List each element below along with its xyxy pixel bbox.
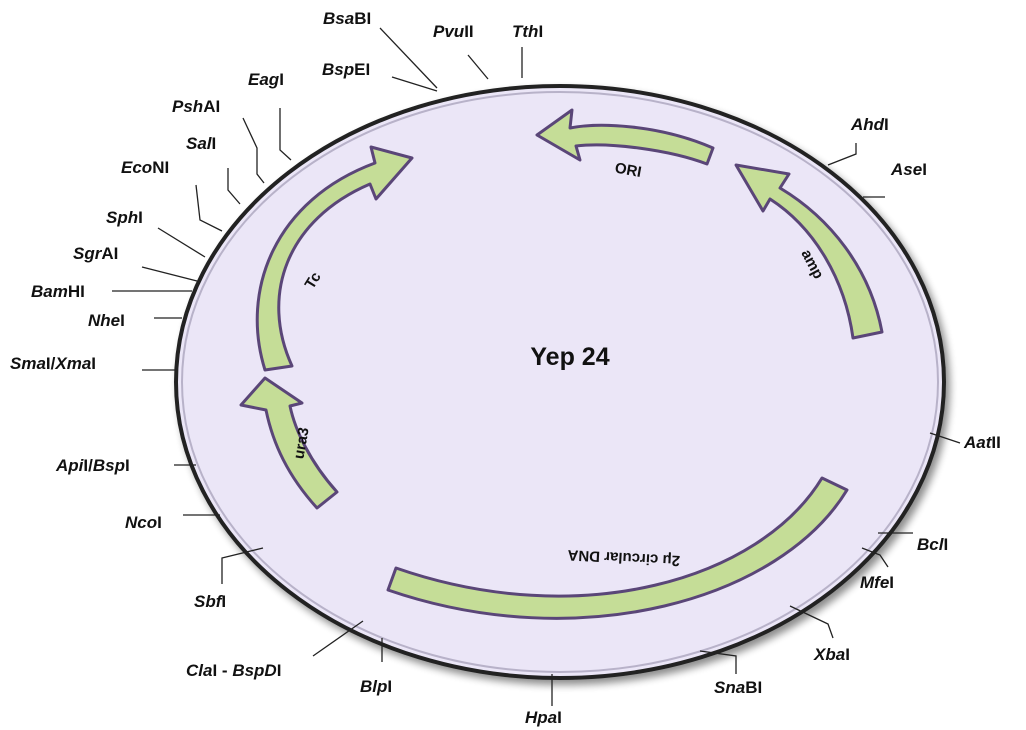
site-mfei: MfeI: [860, 573, 894, 592]
leader-clai: [312, 620, 364, 657]
site-sphi: SphI: [106, 208, 143, 227]
feature-label-ura3: ura3: [290, 426, 312, 460]
leader-sali: [227, 168, 241, 205]
leader-xbai: [789, 605, 834, 639]
site-eagi: EagI: [248, 70, 284, 89]
ura3-arrow: [239, 376, 339, 510]
site-bcli: BclI: [917, 535, 948, 554]
site-tthi: TthI: [512, 22, 543, 41]
leader-eagi: [279, 108, 292, 161]
site-xbai: XbaI: [813, 645, 850, 664]
leader-sphi: [157, 227, 206, 258]
site-bamhi: BamHI: [31, 282, 85, 301]
site-pshai: PshAI: [172, 97, 220, 116]
feature-label-ori: ORI: [614, 160, 643, 181]
site-ncoi: NcoI: [125, 513, 162, 532]
ori-arrow: [535, 108, 715, 166]
site-hpai: HpaI: [525, 708, 562, 727]
leader-lines: [112, 27, 961, 706]
plasmid-backbone: [174, 84, 946, 680]
site-blpi: BlpI: [360, 677, 392, 696]
site-nhei: NheI: [88, 311, 125, 330]
leader-sbfi: [221, 547, 264, 584]
leader-pvuii: [467, 54, 489, 80]
leader-snabi: [699, 650, 737, 674]
leader-bsabi: [379, 27, 438, 89]
leader-mfei: [861, 547, 889, 568]
site-bsabi: BsaBI: [323, 9, 371, 28]
site-bspei: BspEI: [322, 60, 370, 79]
site-apii: ApiI/BspI: [55, 456, 130, 475]
amp-arrow: [734, 163, 884, 340]
site-sbfi: SbfI: [194, 592, 226, 611]
site-ahdi: AhdI: [850, 115, 889, 134]
site-pvuii: PvuII: [433, 22, 474, 41]
feature-label-2u: 2μ circular DNA: [567, 546, 680, 569]
site-aatii: AatII: [963, 433, 1001, 452]
restriction-sites: BsaBI PvuII TthI BspEI EagI PshAI SalI E…: [10, 9, 1001, 727]
site-econi: EcoNI: [121, 158, 169, 177]
site-sali: SalI: [186, 134, 216, 153]
leader-pshai: [242, 117, 265, 184]
leader-econi: [195, 184, 223, 232]
tc-arrow: [255, 145, 414, 372]
backbone-inner-rim: [181, 91, 939, 673]
site-asei: AseI: [890, 160, 927, 179]
feature-label-tc: Tc: [302, 269, 325, 292]
leader-ahdi: [827, 143, 857, 166]
site-smai: SmaI/XmaI: [10, 354, 96, 373]
site-clai: ClaI - BspDI: [186, 661, 281, 680]
site-sgrai: SgrAI: [73, 244, 118, 263]
2u-circular-dna-arrow: [386, 476, 849, 620]
leader-aatii: [929, 432, 961, 444]
plasmid-name: Yep 24: [530, 343, 609, 371]
leader-bspei: [391, 76, 438, 92]
leader-sgrai: [141, 266, 198, 282]
site-snabi: SnaBI: [714, 678, 762, 697]
